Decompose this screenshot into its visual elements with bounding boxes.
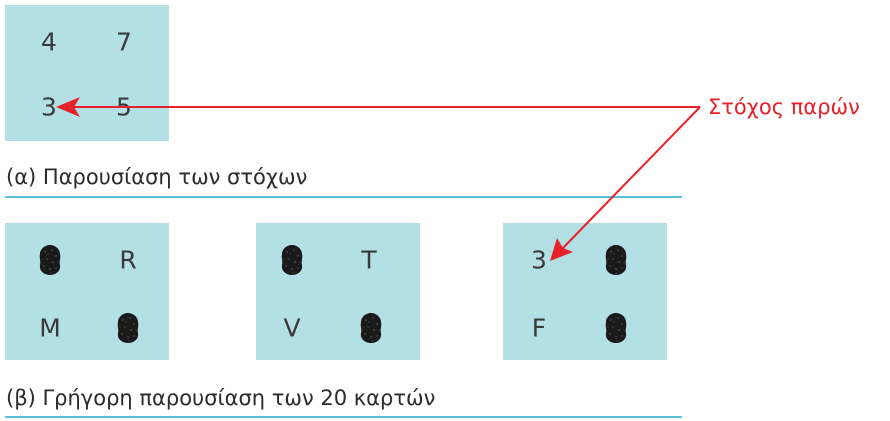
card-1: R M (5, 223, 169, 360)
card-1-letter-top-right: R (119, 245, 137, 275)
card-3-digit-top-left: 3 (531, 245, 547, 275)
divider-b (5, 416, 682, 418)
arrow-to-target-head (56, 97, 80, 117)
target-digit-top-left: 4 (41, 27, 57, 57)
divider-a (5, 196, 682, 198)
target-card: 4 7 3 5 (5, 5, 169, 141)
card-2-letter-bottom-left: V (283, 313, 301, 343)
target-digit-top-right: 7 (116, 27, 132, 57)
card-3-letter-bottom-left: F (531, 313, 547, 343)
card-2: T V (256, 223, 420, 360)
card-3: 3 F (503, 223, 667, 360)
target-digit-bottom-left: 3 (41, 92, 57, 122)
target-present-label: Στόχος παρών (708, 95, 860, 119)
arrow-to-card3-line (561, 106, 701, 250)
caption-b: (β) Γρήγορη παρουσίαση των 20 καρτών (6, 386, 436, 410)
arrow-to-card3-head (550, 238, 573, 261)
caption-a: (α) Παρουσίαση των στόχων (6, 165, 308, 189)
card-1-letter-bottom-left: M (39, 313, 61, 343)
card-2-letter-top-right: T (361, 245, 377, 275)
